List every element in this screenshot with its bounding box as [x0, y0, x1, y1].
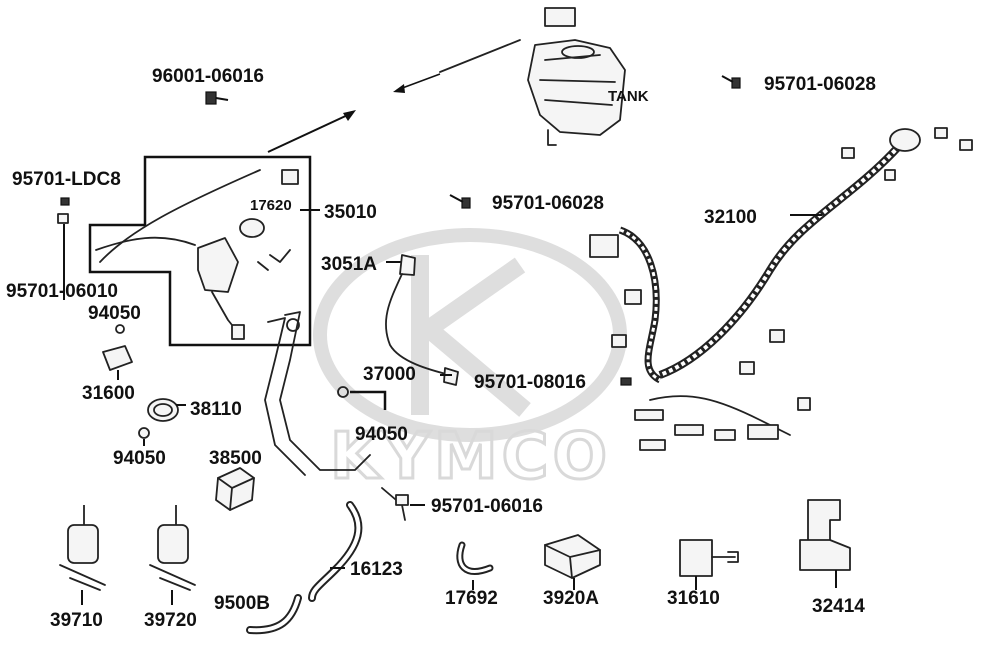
label-38500: 38500 [209, 448, 262, 469]
direction-arrow [267, 73, 441, 153]
label-37000: 37000 [363, 364, 416, 385]
label-32414: 32414 [812, 596, 865, 617]
watermark-text: KYMCO [330, 420, 611, 494]
washer-94050-c [337, 386, 387, 410]
label-95701-06010: 95701-06010 [6, 281, 118, 302]
label-9500b: 9500B [214, 593, 270, 614]
bolt-96001-06016 [205, 91, 229, 105]
ignition-switch-assembly [95, 169, 320, 340]
label-94050-c: 94050 [355, 424, 408, 445]
label-38110: 38110 [190, 399, 242, 420]
fuel-pump-39710 [59, 505, 106, 605]
cdi-unit-3920a [544, 534, 601, 590]
label-35010: 35010 [324, 202, 377, 223]
label-31600: 31600 [82, 383, 135, 404]
label-3051a: 3051A [321, 254, 377, 275]
label-32100: 32100 [704, 207, 757, 228]
label-94050-a: 94050 [88, 303, 141, 324]
label-95701-06028-mid: 95701-06028 [492, 193, 604, 214]
label-94050-b: 94050 [113, 448, 166, 469]
kymco-watermark: KYMCO [313, 228, 627, 496]
wiring-harness-32100 [589, 127, 973, 451]
label-95701-06016: 95701-06016 [431, 496, 543, 517]
sensor-cable-3051a [385, 254, 459, 386]
relay-31610 [679, 539, 739, 590]
bolt-95701-06028-mid [449, 194, 471, 209]
hose-16123 [308, 501, 363, 602]
cap-38110 [147, 398, 186, 422]
bolt-95701-08016 [620, 377, 632, 386]
frame-bracket [264, 311, 371, 476]
washer-94050-b [138, 427, 150, 446]
module-38500 [215, 467, 255, 511]
label-96001-06016: 96001-06016 [152, 66, 264, 87]
label-tank: TANK [608, 88, 649, 105]
label-95701-08016: 95701-08016 [474, 372, 586, 393]
label-39720: 39720 [144, 610, 197, 631]
label-17692: 17692 [445, 588, 498, 609]
fuel-pump-39720 [149, 505, 196, 605]
label-3920a: 3920A [543, 588, 599, 609]
relay-31600 [102, 345, 133, 380]
hose-17692 [456, 541, 494, 590]
label-95701-06028-top: 95701-06028 [764, 74, 876, 95]
group-box-outline [88, 155, 312, 347]
label-39710: 39710 [50, 610, 103, 631]
elbow-hose-32414 [799, 499, 851, 588]
hose-9500b [246, 594, 302, 635]
label-17620: 17620 [250, 197, 292, 214]
bolt-95701-ldc8 [57, 197, 70, 300]
bolt-95701-06016 [381, 487, 425, 521]
bolt-95701-06028-top [721, 75, 741, 89]
label-95701-ldc8: 95701-LDC8 [12, 169, 121, 190]
washer-94050-a [115, 324, 125, 334]
label-31610: 31610 [667, 588, 720, 609]
label-16123: 16123 [350, 559, 403, 580]
fuel-tank-illustration [439, 7, 626, 146]
